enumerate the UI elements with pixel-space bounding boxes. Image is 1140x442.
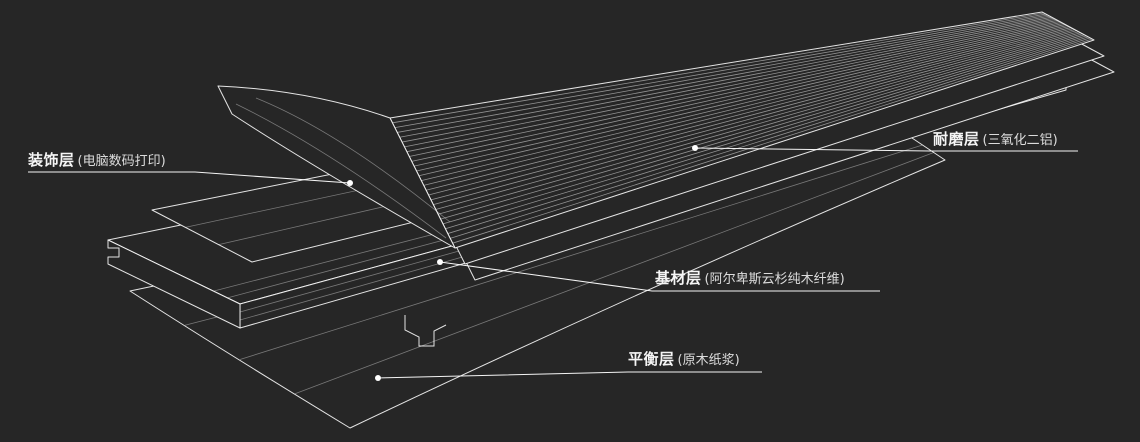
leader-balance-layer bbox=[377, 371, 762, 379]
label-balance-layer: 平衡层(原木纸浆) bbox=[628, 350, 740, 370]
balance-layer-detail: (原木纸浆) bbox=[677, 353, 740, 368]
leader-base-layer bbox=[439, 261, 880, 292]
label-wear-layer: 耐磨层(三氧化二铝) bbox=[933, 130, 1058, 150]
label-base-layer: 基材层(阿尔卑斯云杉纯木纤维) bbox=[655, 269, 845, 289]
base-layer-name: 基材层 bbox=[655, 269, 702, 287]
wear-layer-name: 耐磨层 bbox=[933, 130, 980, 148]
wear-sheet-stripes bbox=[392, 12, 1093, 244]
wear-layer-detail: (三氧化二铝) bbox=[982, 133, 1058, 148]
balance-sheet-face bbox=[129, 129, 946, 429]
marker-dot-wear-layer bbox=[692, 145, 698, 151]
wear-layer-curl bbox=[217, 85, 456, 249]
base-layer-detail: (阿尔卑斯云杉纯木纤维) bbox=[704, 272, 845, 287]
marker-dot-base-layer bbox=[437, 259, 443, 265]
marker-dot-balance-layer bbox=[375, 375, 381, 381]
leader-lines bbox=[28, 145, 1078, 381]
leader-decor-layer bbox=[28, 171, 351, 184]
label-decor-layer: 装饰层(电脑数码打印) bbox=[28, 151, 166, 171]
curl-flap bbox=[217, 85, 456, 249]
curl-line-2 bbox=[255, 97, 451, 223]
wear-layer-sheet bbox=[389, 11, 1095, 249]
leader-wear-layer bbox=[694, 147, 1078, 152]
decor-layer-detail: (电脑数码打印) bbox=[77, 154, 166, 169]
decor-layer-name: 装饰层 bbox=[28, 151, 75, 169]
curl-line-1 bbox=[235, 103, 447, 239]
board-tongue-profile bbox=[404, 315, 447, 347]
balance-layer-name: 平衡层 bbox=[628, 350, 675, 368]
board-end-face-groove bbox=[107, 239, 241, 329]
marker-dot-decor-layer bbox=[347, 180, 353, 186]
